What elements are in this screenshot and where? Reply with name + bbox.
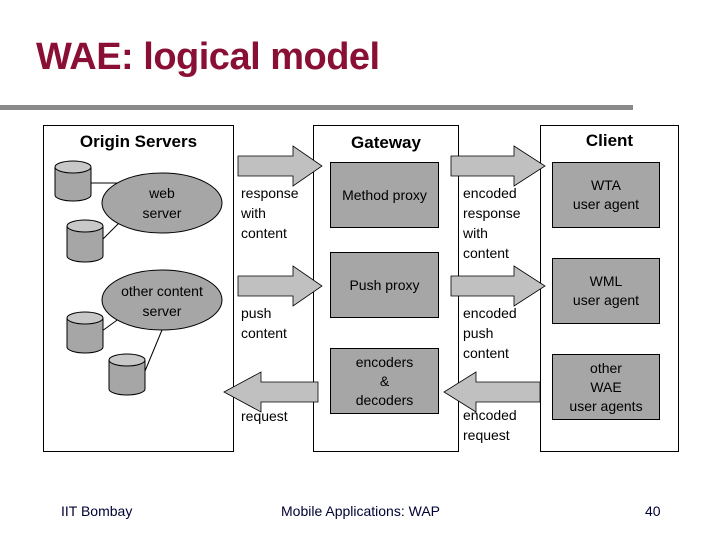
footer-page-number: 40: [645, 503, 661, 519]
arrow-right-icon: [237, 265, 323, 307]
gateway-title: Gateway: [351, 133, 421, 152]
origin-servers-title: Origin Servers: [79, 132, 198, 151]
encoders-decoders-box: encoders & decoders: [330, 348, 439, 414]
other-content-server-label: other content server: [121, 283, 203, 319]
request-label: request: [241, 408, 288, 424]
push-proxy-box: Push proxy: [330, 252, 439, 318]
client-title: Client: [585, 131, 634, 150]
wta-user-agent-box: WTA user agent: [552, 162, 660, 228]
arrow-right-icon: [450, 145, 546, 187]
arrow-right-icon: [450, 265, 546, 307]
response-with-content-label: response with content: [241, 185, 299, 241]
method-proxy-box: Method proxy: [330, 162, 439, 228]
encoded-push-content-label: encoded push content: [463, 305, 517, 361]
encoded-request-label: encoded request: [463, 407, 517, 443]
web-server-label: web server: [142, 185, 182, 221]
arrow-right-icon: [237, 145, 323, 187]
encoded-response-label: encoded response with content: [463, 185, 521, 261]
slide-title: WAE: logical model: [36, 36, 380, 78]
other-wae-user-agents-box: other WAE user agents: [552, 354, 660, 420]
push-content-label: push content: [241, 305, 287, 341]
footer-course-title: Mobile Applications: WAP: [281, 503, 440, 519]
footer-institution: IIT Bombay: [61, 503, 133, 519]
wml-user-agent-box: WML user agent: [552, 258, 660, 324]
title-underline: [0, 105, 633, 110]
